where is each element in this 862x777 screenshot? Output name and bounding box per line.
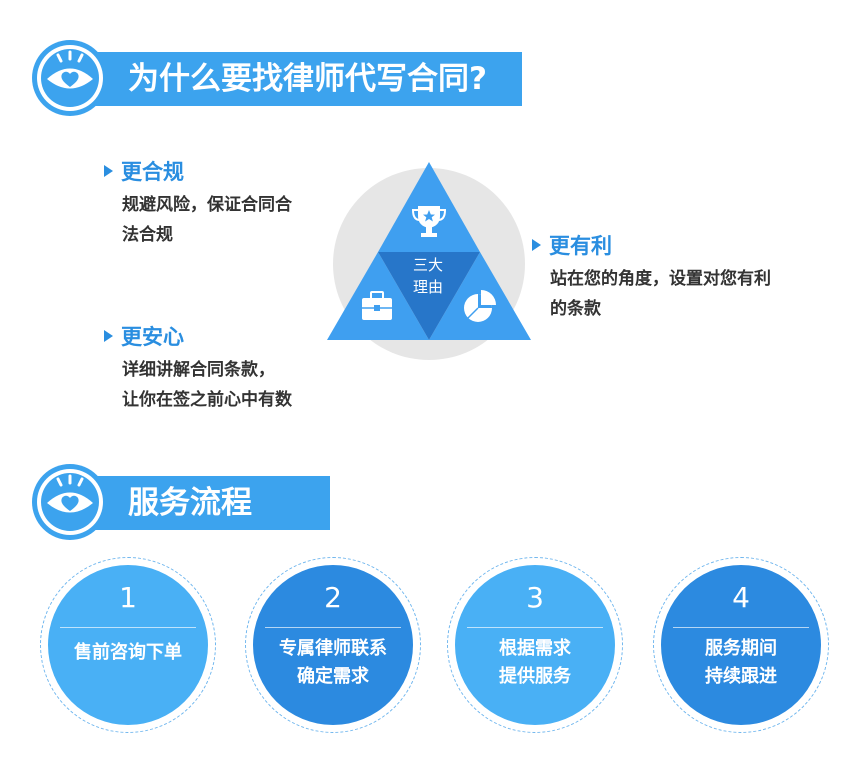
reason-desc-line: 法合规 bbox=[122, 225, 173, 245]
step-number: 2 bbox=[324, 581, 342, 614]
trophy-icon bbox=[411, 206, 447, 237]
three-reasons-diagram bbox=[327, 162, 531, 360]
triangle-center bbox=[378, 252, 480, 340]
pie-chart-icon bbox=[464, 290, 496, 322]
briefcase-icon bbox=[362, 291, 392, 320]
section-title-bar: 服务流程 bbox=[76, 476, 330, 530]
step-number: 3 bbox=[526, 581, 544, 614]
process-step-3: 3 根据需求 提供服务 bbox=[447, 557, 623, 733]
diagram-center-label: 三大 理由 bbox=[412, 256, 443, 296]
eye-heart-icon bbox=[32, 40, 108, 116]
step-text: 售前咨询下单 bbox=[74, 642, 182, 663]
reason-desc-line: 的条款 bbox=[550, 299, 601, 319]
step-number: 4 bbox=[732, 581, 750, 614]
step-number: 1 bbox=[119, 581, 137, 614]
step-text: 根据需求 提供服务 bbox=[499, 638, 571, 687]
reason-desc-line: 让你在签之前心中有数 bbox=[122, 390, 292, 410]
triangle-bullet-icon bbox=[104, 330, 113, 342]
section-title: 服务流程 bbox=[128, 485, 252, 521]
reason-title: 更有利 bbox=[549, 234, 612, 258]
process-step-1: 1 售前咨询下单 bbox=[40, 557, 216, 733]
process-step-4: 4 服务期间 持续跟进 bbox=[653, 557, 829, 733]
eye-heart-icon bbox=[32, 464, 108, 540]
process-step-2: 2 专属律师联系 确定需求 bbox=[245, 557, 421, 733]
section-title: 为什么要找律师代写合同? bbox=[128, 61, 487, 97]
reason-title: 更合规 bbox=[121, 160, 184, 184]
reason-desc-line: 详细讲解合同条款， bbox=[122, 360, 275, 380]
triangle-bullet-icon bbox=[104, 165, 113, 177]
reason-desc-line: 站在您的角度，设置对您有利 bbox=[550, 269, 771, 289]
triangle-bullet-icon bbox=[532, 239, 541, 251]
reason-compliance: 更合规 规避风险，保证合同合 法合规 bbox=[104, 158, 292, 250]
reason-peace-of-mind: 更安心 详细讲解合同条款， 让你在签之前心中有数 bbox=[104, 323, 292, 415]
step-text: 服务期间 持续跟进 bbox=[705, 638, 777, 687]
reason-benefit: 更有利 站在您的角度，设置对您有利 的条款 bbox=[532, 232, 771, 324]
reason-desc-line: 规避风险，保证合同合 bbox=[122, 195, 292, 215]
step-text: 专属律师联系 确定需求 bbox=[279, 638, 387, 687]
section-title-bar: 为什么要找律师代写合同? bbox=[76, 52, 522, 106]
triangle-left bbox=[327, 252, 429, 340]
reason-title: 更安心 bbox=[121, 325, 184, 349]
